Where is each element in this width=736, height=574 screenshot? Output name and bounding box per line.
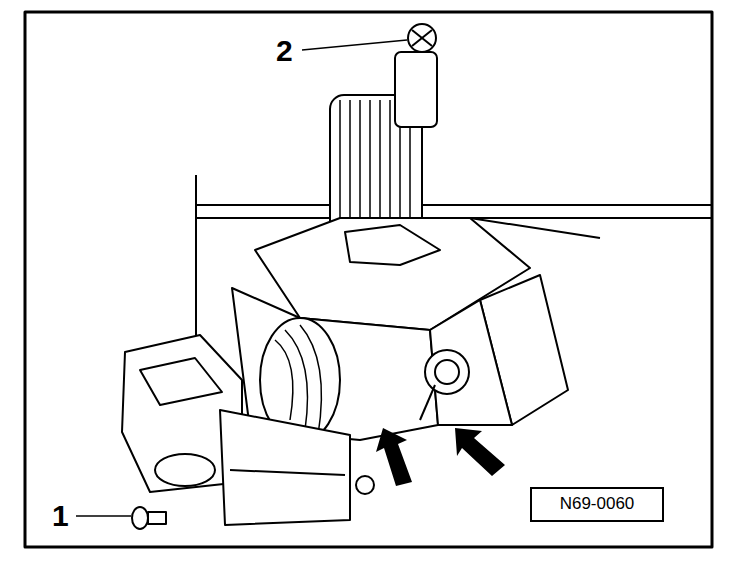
callout-number: 1: [52, 501, 69, 531]
leader-line: [76, 515, 131, 517]
callout-number: 2: [276, 36, 293, 66]
reference-code-box: N69-0060: [530, 487, 664, 522]
leader-line: [302, 40, 407, 50]
arrow: [376, 428, 412, 486]
frame: [25, 12, 712, 547]
reference-code: N69-0060: [532, 494, 662, 514]
arrow: [455, 428, 505, 476]
